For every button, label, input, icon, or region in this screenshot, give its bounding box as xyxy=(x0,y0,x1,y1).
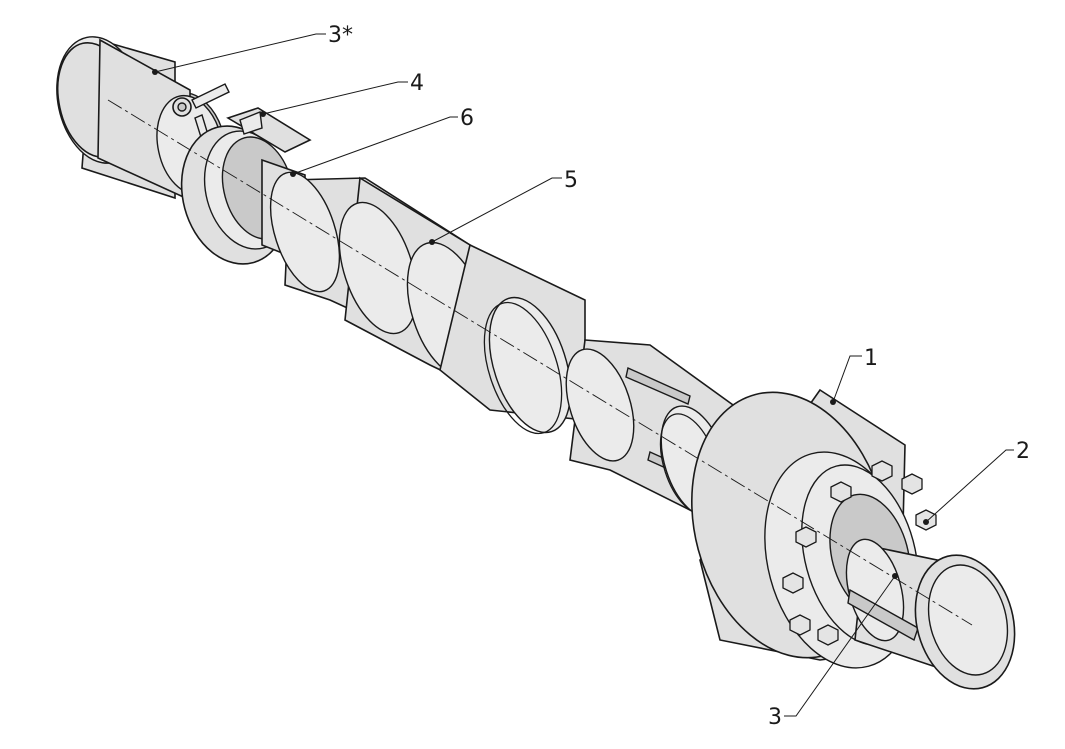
label-part-4: 4 xyxy=(410,71,424,96)
part-4-clamp-pin xyxy=(172,83,230,151)
bolt xyxy=(871,460,893,482)
bolt xyxy=(830,481,852,503)
label-part-2: 2 xyxy=(1016,439,1030,464)
leader-3-star xyxy=(154,33,326,73)
part-3-output-shaft xyxy=(845,538,1016,690)
label-part-3-star: 3* xyxy=(328,23,353,48)
bolt xyxy=(817,624,839,646)
leader-6 xyxy=(292,116,458,175)
label-part-5: 5 xyxy=(564,168,578,193)
label-part-1: 1 xyxy=(864,346,878,371)
leader-4 xyxy=(262,81,408,115)
leader-dots xyxy=(152,69,929,579)
part-5-shaft xyxy=(261,158,742,519)
bolt xyxy=(782,572,804,594)
label-part-6: 6 xyxy=(460,106,474,131)
label-part-3: 3 xyxy=(768,705,782,730)
leader-1 xyxy=(832,355,862,403)
bolt xyxy=(789,614,811,636)
bolt xyxy=(795,526,817,548)
leader-2 xyxy=(925,449,1014,523)
leader-5 xyxy=(431,177,562,243)
leader-lines xyxy=(154,33,1014,717)
bolt xyxy=(901,473,923,495)
center-axis xyxy=(107,99,973,626)
leader-3 xyxy=(784,575,896,717)
